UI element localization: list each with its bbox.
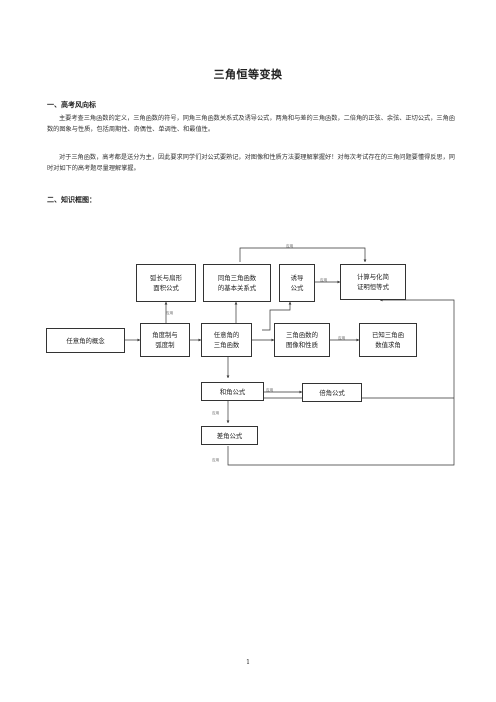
arrow-any-induction [262,301,292,331]
arrow-feedback-calc [227,298,455,466]
box-sum-formula: 和角公式 [201,382,264,401]
label-induction-calc: 应用 [320,278,328,282]
box-double-formula: 倍角公式 [302,383,362,402]
label-top: 应用 [286,244,294,248]
box-any-angle: 任意角的三角函数 [201,323,252,357]
box-degree-radian: 角度制与弧度制 [140,323,190,357]
box-known-value: 已知三角函数值求角 [359,323,417,357]
box-induction: 诱导公式 [279,264,315,302]
label-arc: 应用 [166,311,174,315]
box-arc-sector: 弧长与扇形面积公式 [136,264,196,302]
label-sum-diff: 应用 [212,411,220,415]
paragraph-1: 主要考查三角函数的定义，三角函数的符号，同角三角函数关系式及诱导公式，两角和与差… [47,115,455,133]
section-heading-1: 一、高考风向标 [47,100,96,109]
box-diff-formula: 差角公式 [201,426,258,445]
paragraph-2: 对于三角函数，高考都是送分为主，因此要求同学们对公式要熟记，对图像和性质方法要理… [47,154,455,172]
label-bottom: 应用 [212,458,220,462]
box-same-angle: 同角三角函数的基本关系式 [203,264,271,302]
box-calc-prove: 计算与化简证明恒等式 [340,264,406,300]
section-heading-2: 二、知识框图： [47,195,96,204]
label-graph-known: 应用 [338,336,346,340]
box-graph-properties: 三角函数的图像和性质 [274,323,330,357]
arrow-same-calc [239,247,367,263]
label-sum-double: 应用 [266,388,274,392]
box-concept: 任意角的概念 [46,328,125,353]
page-title: 三角恒等变换 [213,68,283,81]
page-number: 1 [246,659,250,666]
